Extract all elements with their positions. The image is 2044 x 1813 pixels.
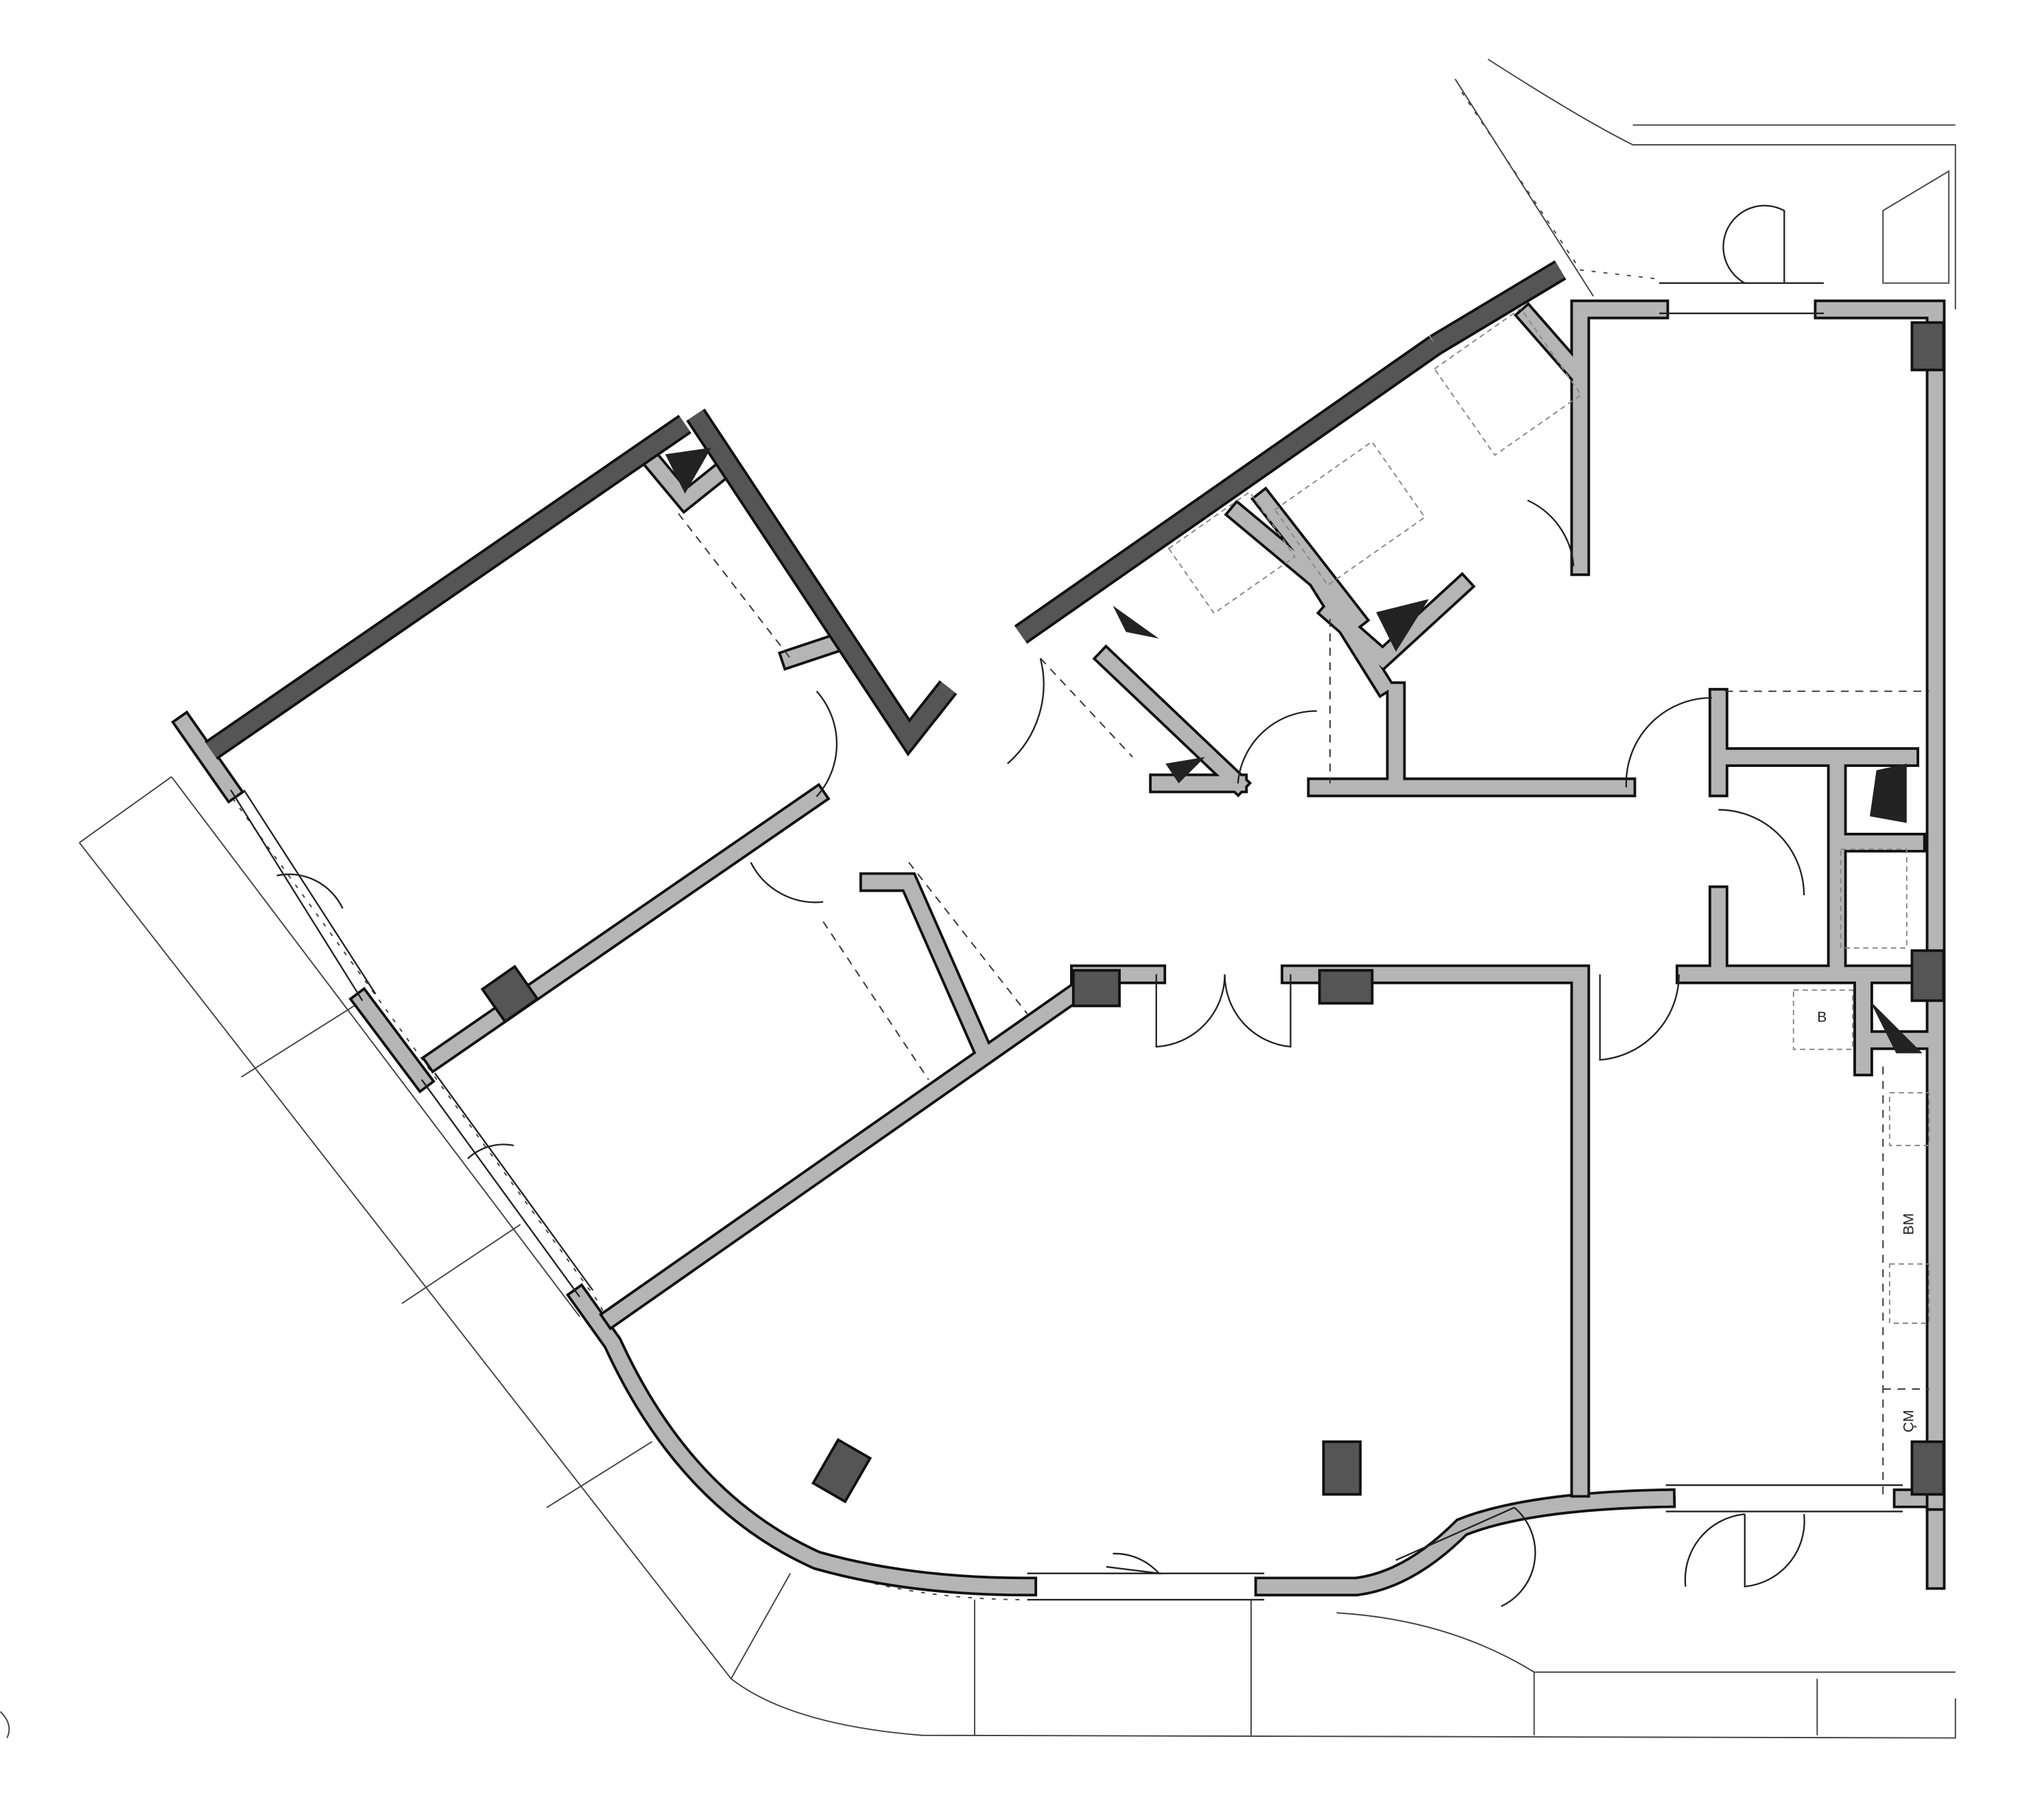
windows	[230, 282, 1903, 1601]
terrace-grid	[0, 58, 1956, 1739]
label-dishwasher: BM	[1901, 1213, 1916, 1235]
structural-walls	[204, 260, 1567, 760]
columns	[480, 321, 1945, 1504]
label-washing-machine: ÇM	[1901, 1410, 1916, 1432]
label-storage: B	[1817, 1009, 1827, 1025]
walls	[171, 299, 1946, 1597]
room-labels: B BM ÇM	[1817, 1009, 1916, 1432]
facade-hatch	[197, 91, 1666, 1601]
fixtures	[665, 307, 1930, 1495]
doors	[276, 204, 1805, 1607]
